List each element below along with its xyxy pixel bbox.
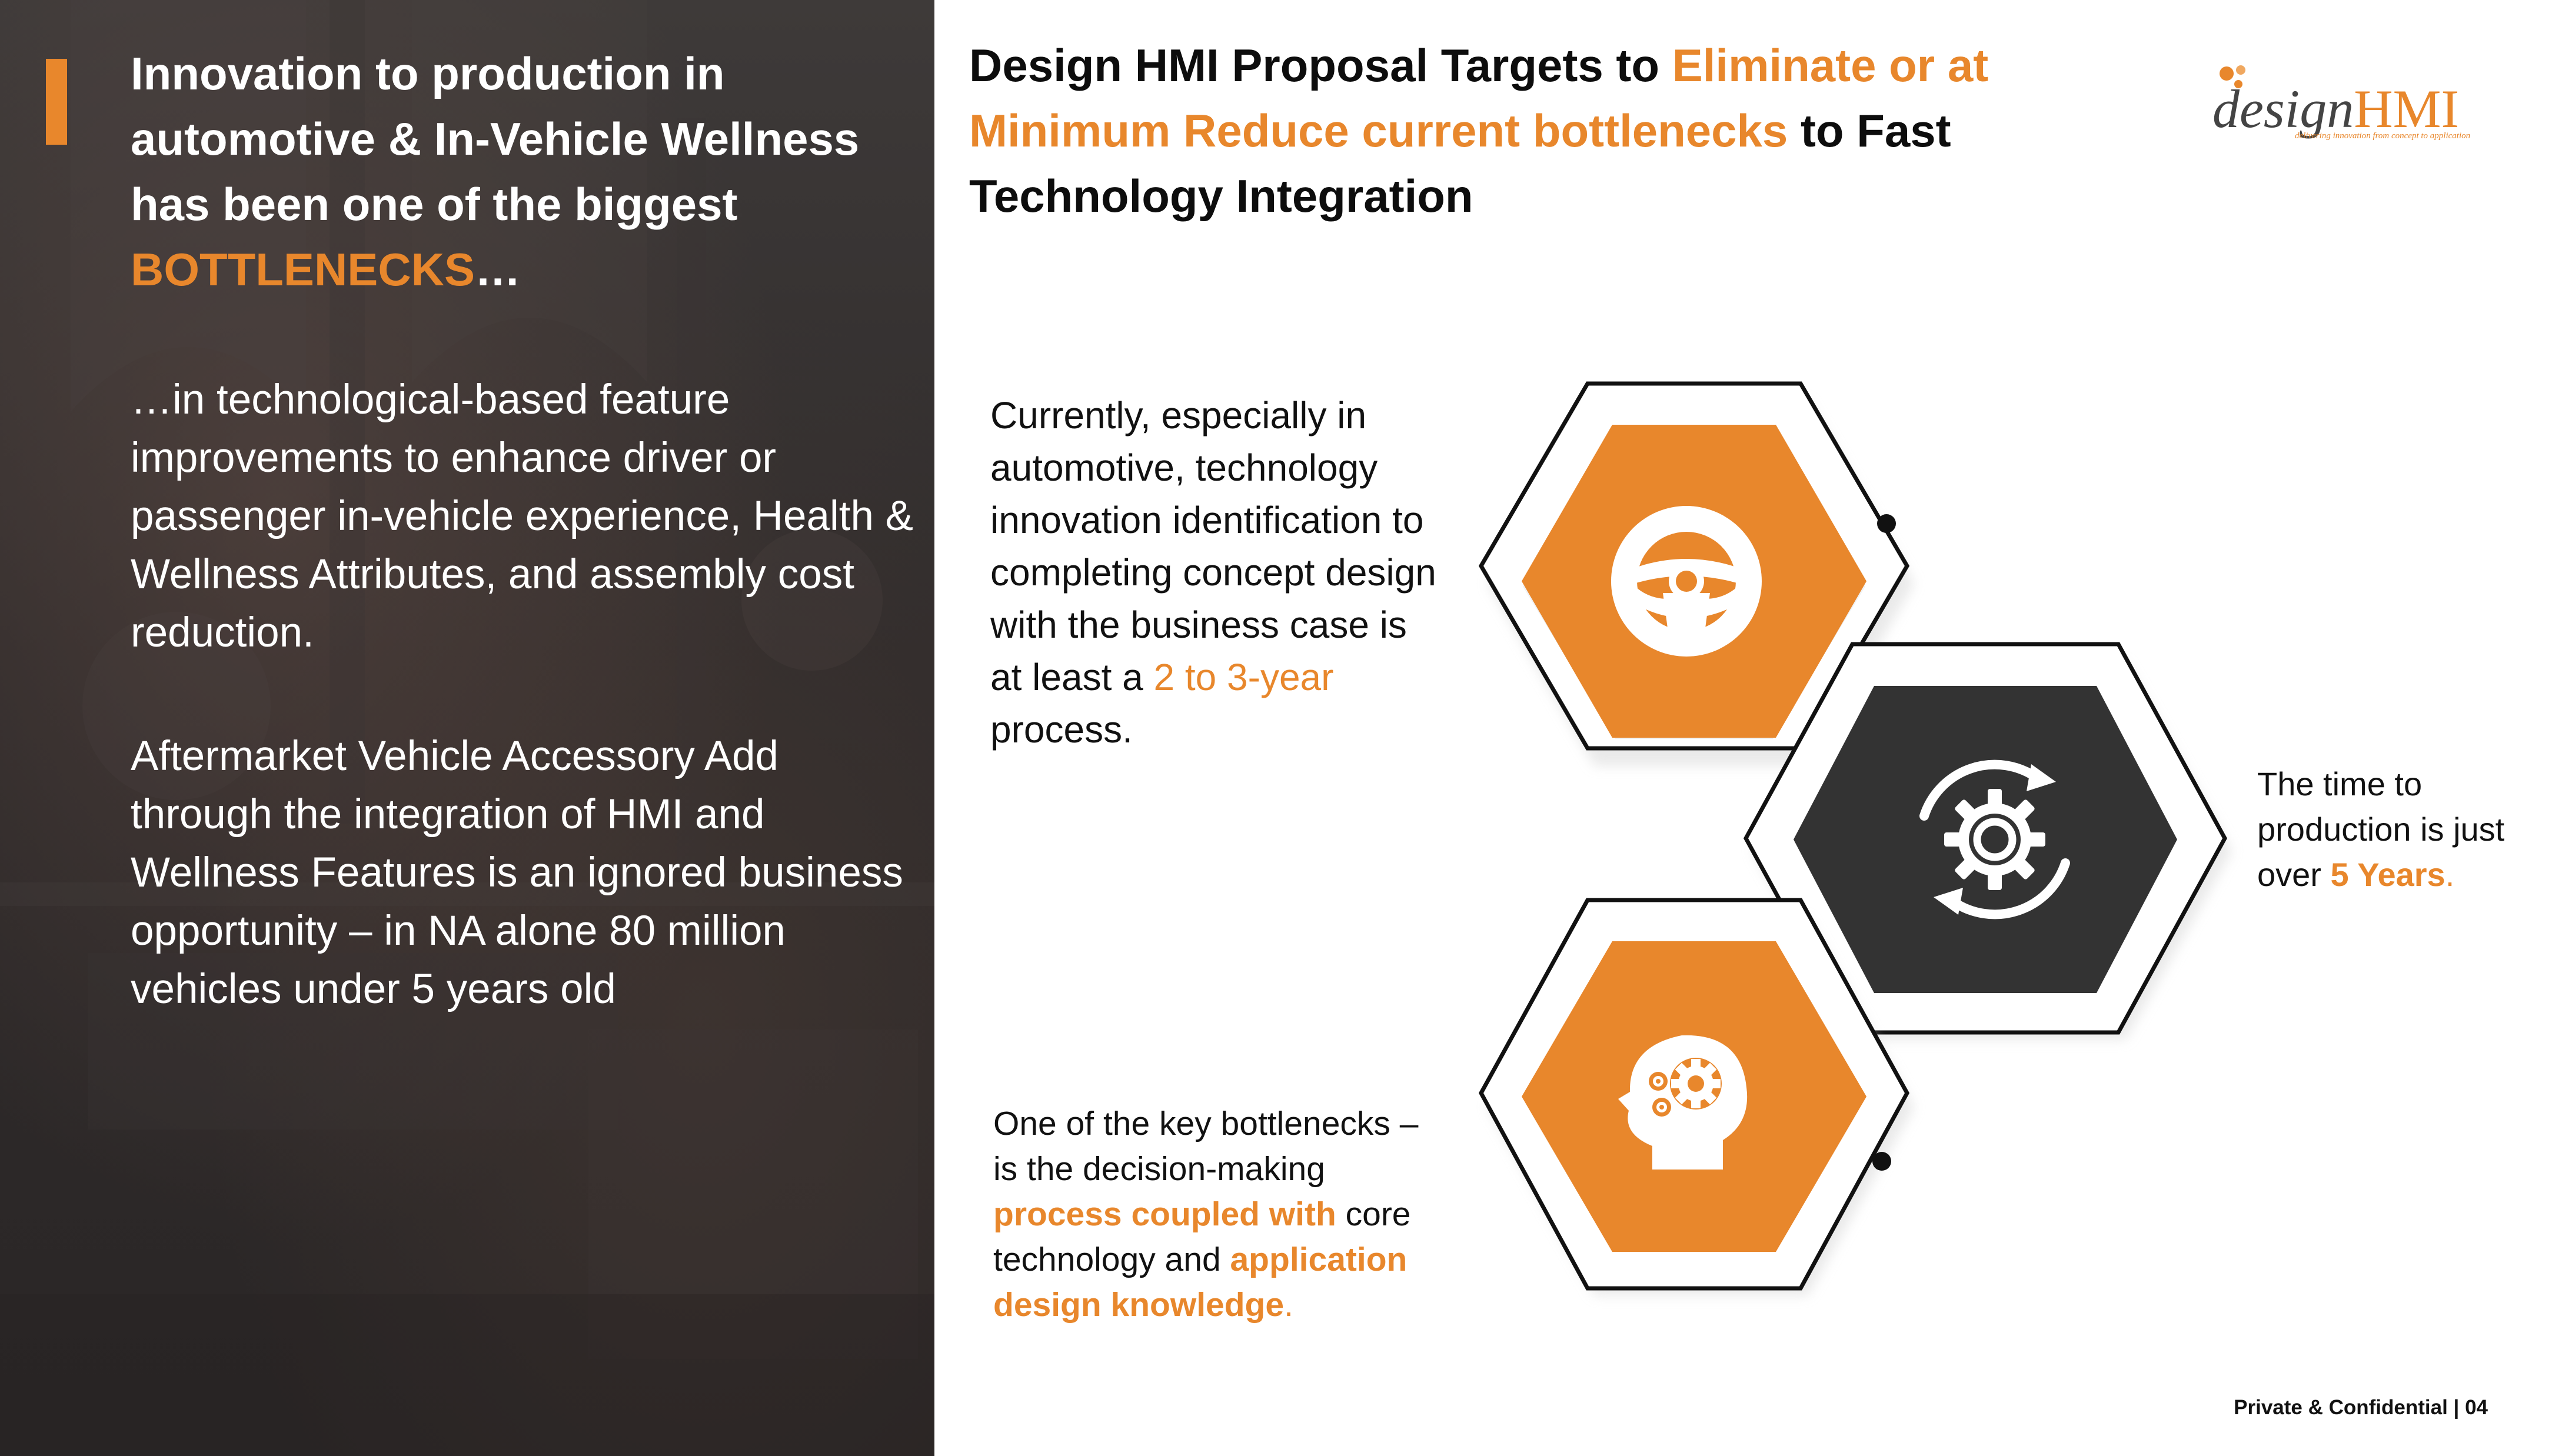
steering-wheel-icon [1611, 506, 1762, 657]
text-production-time: The time to production is just over 5 Ye… [2257, 765, 2505, 893]
connector-dot [1877, 514, 1896, 533]
process-highlight: process coupled with [993, 1195, 1336, 1233]
hexagon-gear-cycle [1744, 642, 2232, 1039]
hexagon-steering [1478, 381, 1914, 766]
five-years-highlight: 5 Years [2330, 856, 2445, 893]
knowledge-highlight: application design knowledge [993, 1241, 1408, 1324]
left-paragraph-improvements: …in technological-based feature improvem… [131, 377, 914, 656]
hexagon-head-gears [1479, 898, 1914, 1295]
logo-tagline: delivering innovation from concept to ap… [2295, 131, 2471, 141]
footer-confidential: Private & Confidential | 04 [2234, 1396, 2488, 1419]
designhmi-logo: designHMI delivering innovation from con… [2201, 62, 2513, 150]
connector-dot [1872, 1152, 1891, 1171]
left-panel: Innovation to production in automotive &… [0, 0, 934, 1456]
bottlenecks-highlight: BOTTLENECKS [131, 244, 475, 295]
logo-wordmark: designHMI [2212, 79, 2460, 139]
gear-cycle-icon [1919, 759, 2070, 919]
text-key-bottleneck: One of the key bottlenecks – is the deci… [993, 1105, 1419, 1324]
accent-bar [46, 59, 67, 145]
head-gears-icon [1618, 1035, 1748, 1170]
factory-background-image [0, 0, 934, 1456]
page-number: 04 [2465, 1396, 2488, 1419]
left-headline: Innovation to production in automotive &… [131, 48, 860, 295]
logo-dots-icon [2220, 65, 2245, 88]
title-highlight: Eliminate or at Minimum Reduce current b… [969, 39, 1989, 156]
hexagon-diagram [1478, 381, 2232, 1295]
years-highlight: 2 to 3-year [1153, 656, 1334, 698]
left-paragraph-aftermarket: Aftermarket Vehicle Accessory Add throug… [131, 733, 903, 1012]
text-concept-timeline: Currently, especially in automotive, tec… [990, 394, 1436, 751]
slide-title: Design HMI Proposal Targets to Eliminate… [969, 39, 1989, 222]
